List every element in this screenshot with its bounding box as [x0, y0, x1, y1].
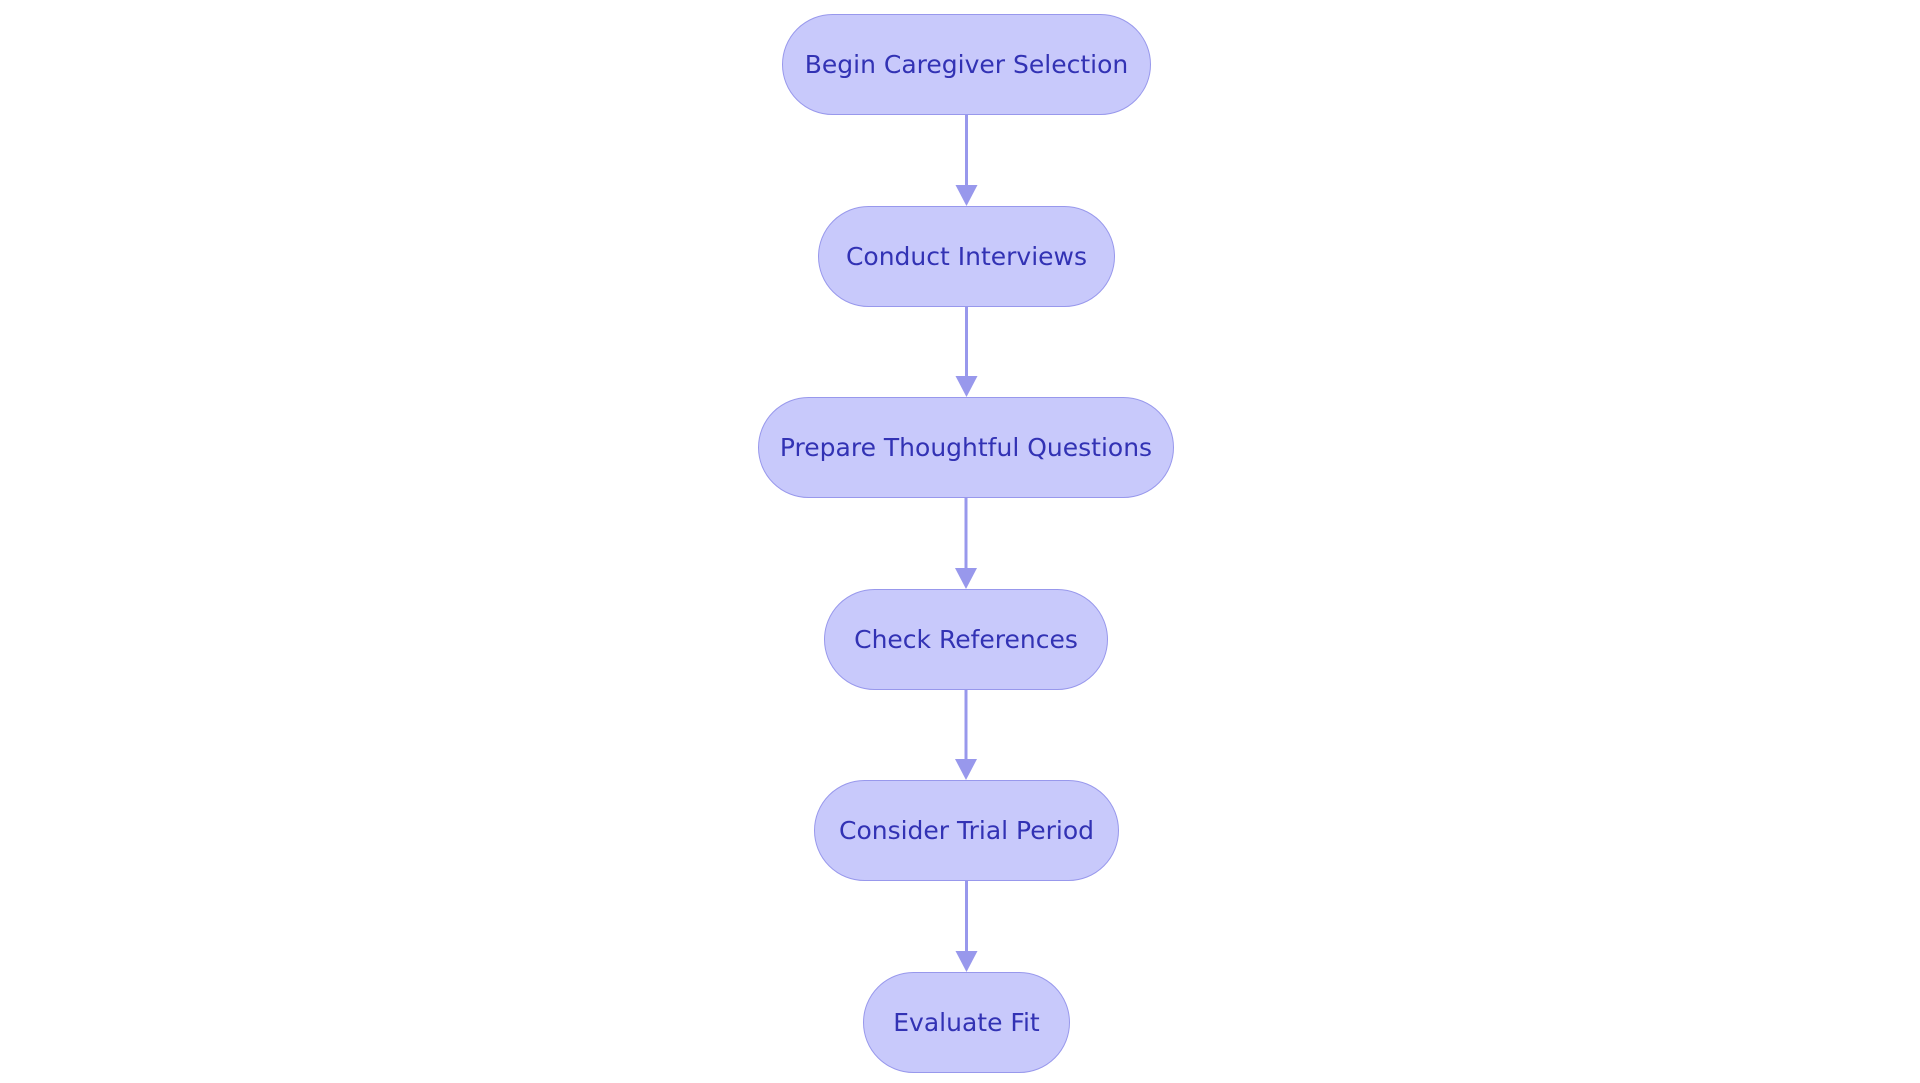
node-check-references: Check References — [824, 589, 1108, 690]
node-label: Begin Caregiver Selection — [804, 50, 1129, 79]
arrowhead-icon — [955, 568, 977, 589]
arrowhead-icon — [955, 185, 978, 206]
node-label: Check References — [854, 625, 1078, 654]
node-label: Prepare Thoughtful Questions — [779, 433, 1153, 462]
node-label: Consider Trial Period — [838, 816, 1095, 845]
node-label: Evaluate Fit — [893, 1008, 1040, 1037]
edge-n2-n3 — [955, 307, 978, 397]
node-prepare-thoughtful-questions: Prepare Thoughtful Questions — [758, 397, 1174, 498]
edge-n1-n2 — [955, 115, 978, 206]
arrowhead-icon — [955, 759, 977, 780]
node-evaluate-fit: Evaluate Fit — [863, 972, 1070, 1073]
node-consider-trial-period: Consider Trial Period — [814, 780, 1119, 881]
arrowhead-icon — [955, 376, 978, 397]
edge-n3-n4 — [955, 498, 977, 589]
node-begin-caregiver-selection: Begin Caregiver Selection — [782, 14, 1151, 115]
arrowhead-icon — [955, 951, 978, 972]
edge-n4-n5 — [955, 690, 977, 780]
node-conduct-interviews: Conduct Interviews — [818, 206, 1115, 307]
node-label: Conduct Interviews — [845, 242, 1088, 271]
edge-n5-n6 — [955, 881, 978, 972]
